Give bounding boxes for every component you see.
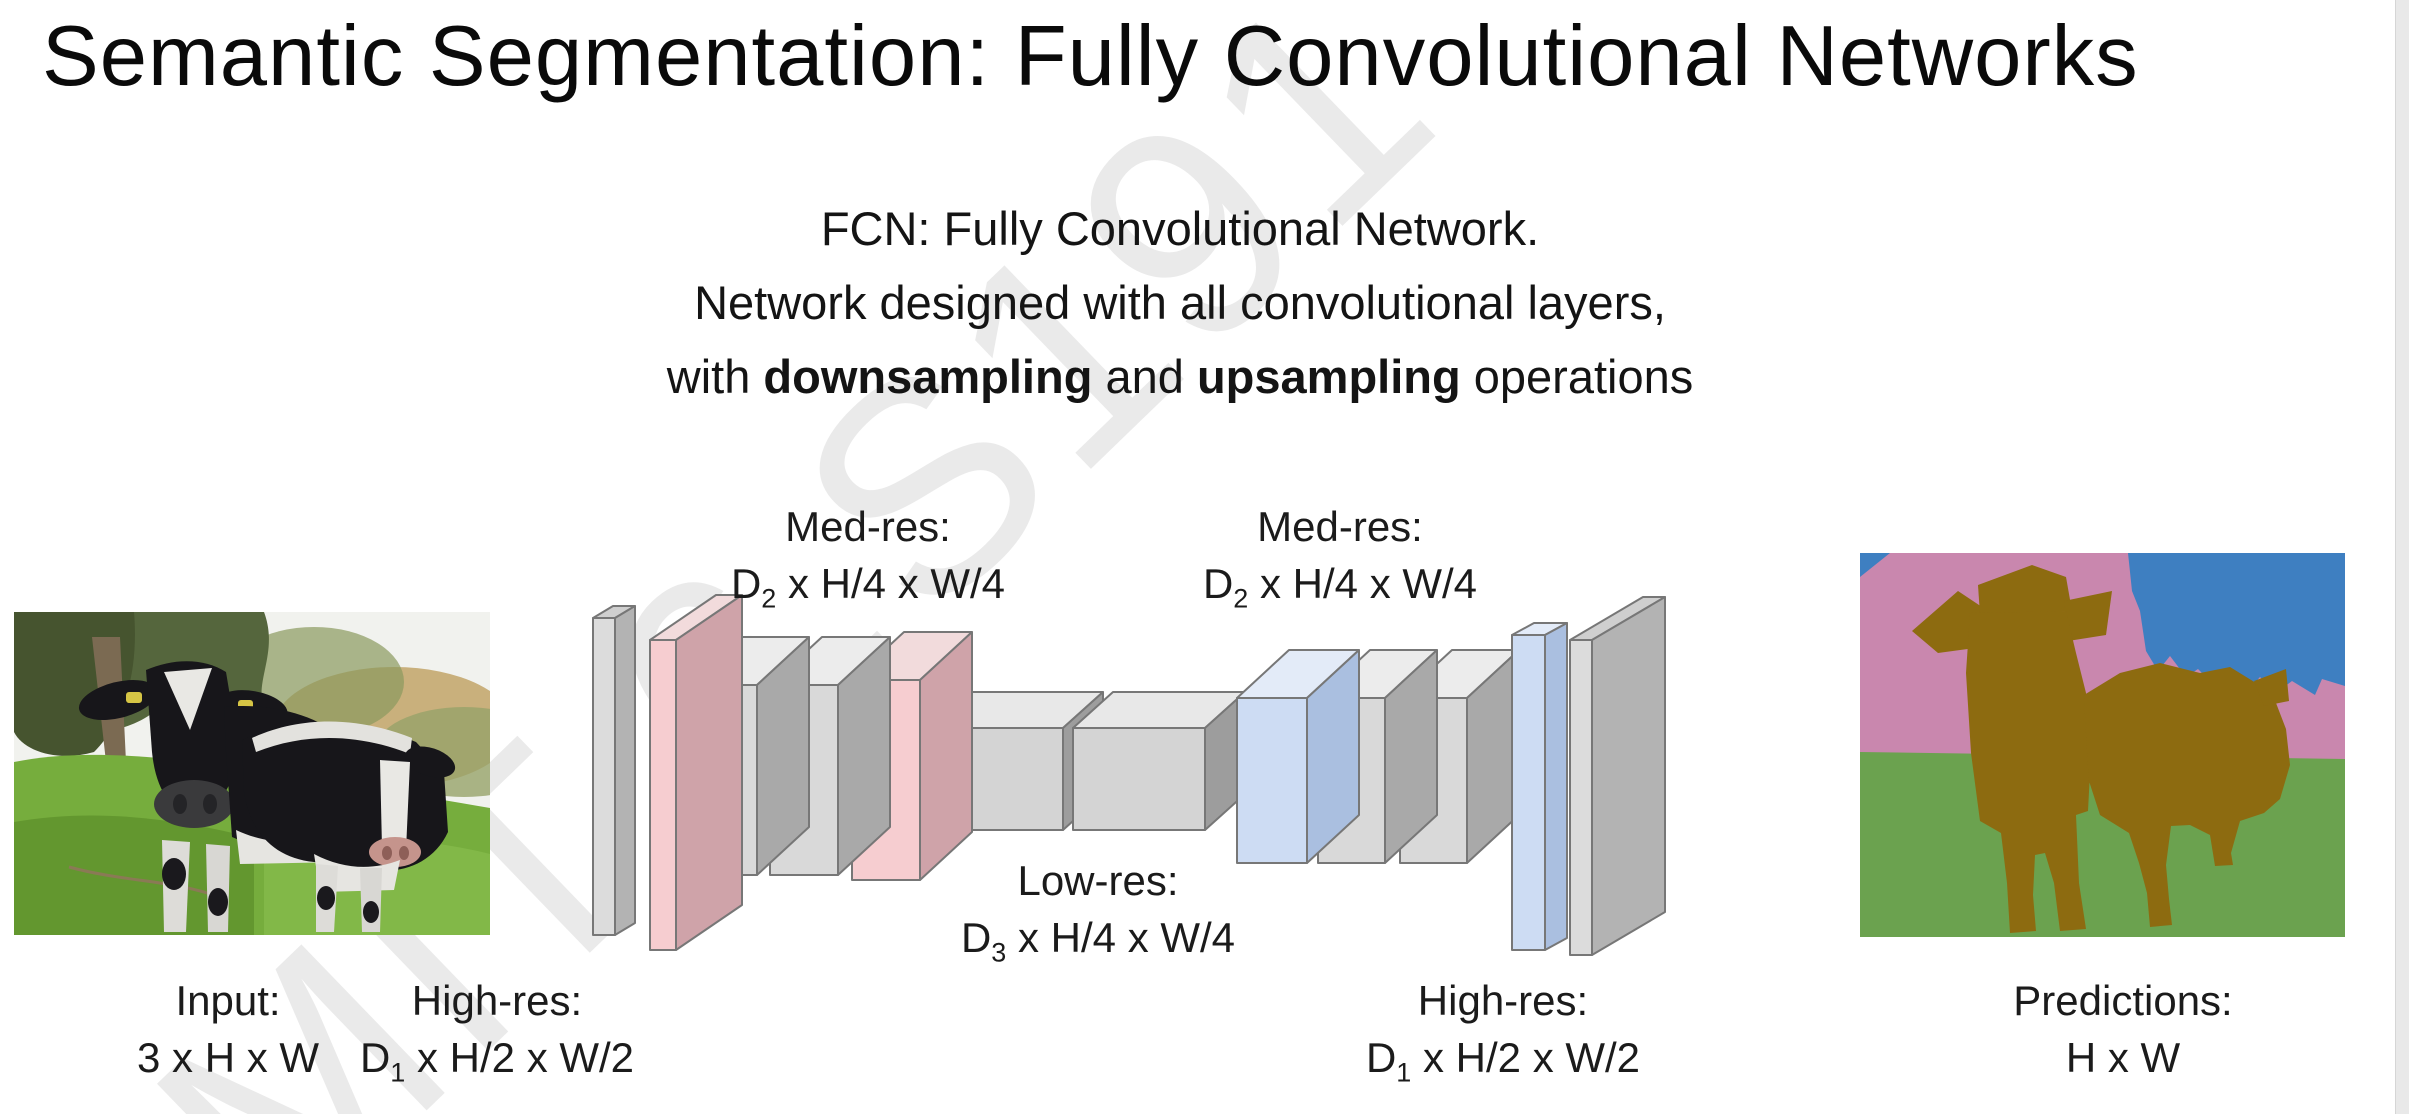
prediction-segmentation-map — [1860, 553, 2345, 937]
fcn-network-diagram — [592, 594, 1666, 956]
label-med-res-right: Med-res: D2 x H/4 x W/4 — [1202, 503, 1478, 614]
bold-downsampling: downsampling — [763, 350, 1093, 403]
input-photo-cows — [14, 612, 490, 935]
high-res-output-layers — [1511, 596, 1666, 956]
subtitle-line1: FCN: Fully Convolutional Network. — [820, 202, 1540, 255]
bold-upsampling: upsampling — [1196, 350, 1461, 403]
label-high-res-left: High-res: D1 x H/2 x W/2 — [359, 977, 635, 1088]
low-res-conv-block — [931, 691, 1246, 831]
page-title: Semantic Segmentation: Fully Convolution… — [42, 9, 2139, 104]
label-high-res-right: High-res: D1 x H/2 x W/2 — [1365, 977, 1641, 1088]
label-predictions: Predictions: H x W — [2013, 977, 2233, 1081]
right-edge-strip — [2395, 0, 2409, 1114]
high-res-input-layers — [592, 594, 743, 951]
label-input: Input: 3 x H x W — [136, 977, 320, 1081]
upsampling-med-res-block — [1236, 649, 1520, 864]
subtitle-line2: Network designed with all convolutional … — [694, 276, 1666, 329]
slide-subtitle: FCN: Fully Convolutional Network. Networ… — [480, 192, 1880, 414]
label-low-res: Low-res: D3 x H/4 x W/4 — [960, 857, 1236, 968]
subtitle-line3: with downsampling and upsampling operati… — [666, 350, 1694, 403]
label-med-res-left: Med-res: D2 x H/4 x W/4 — [730, 503, 1006, 614]
